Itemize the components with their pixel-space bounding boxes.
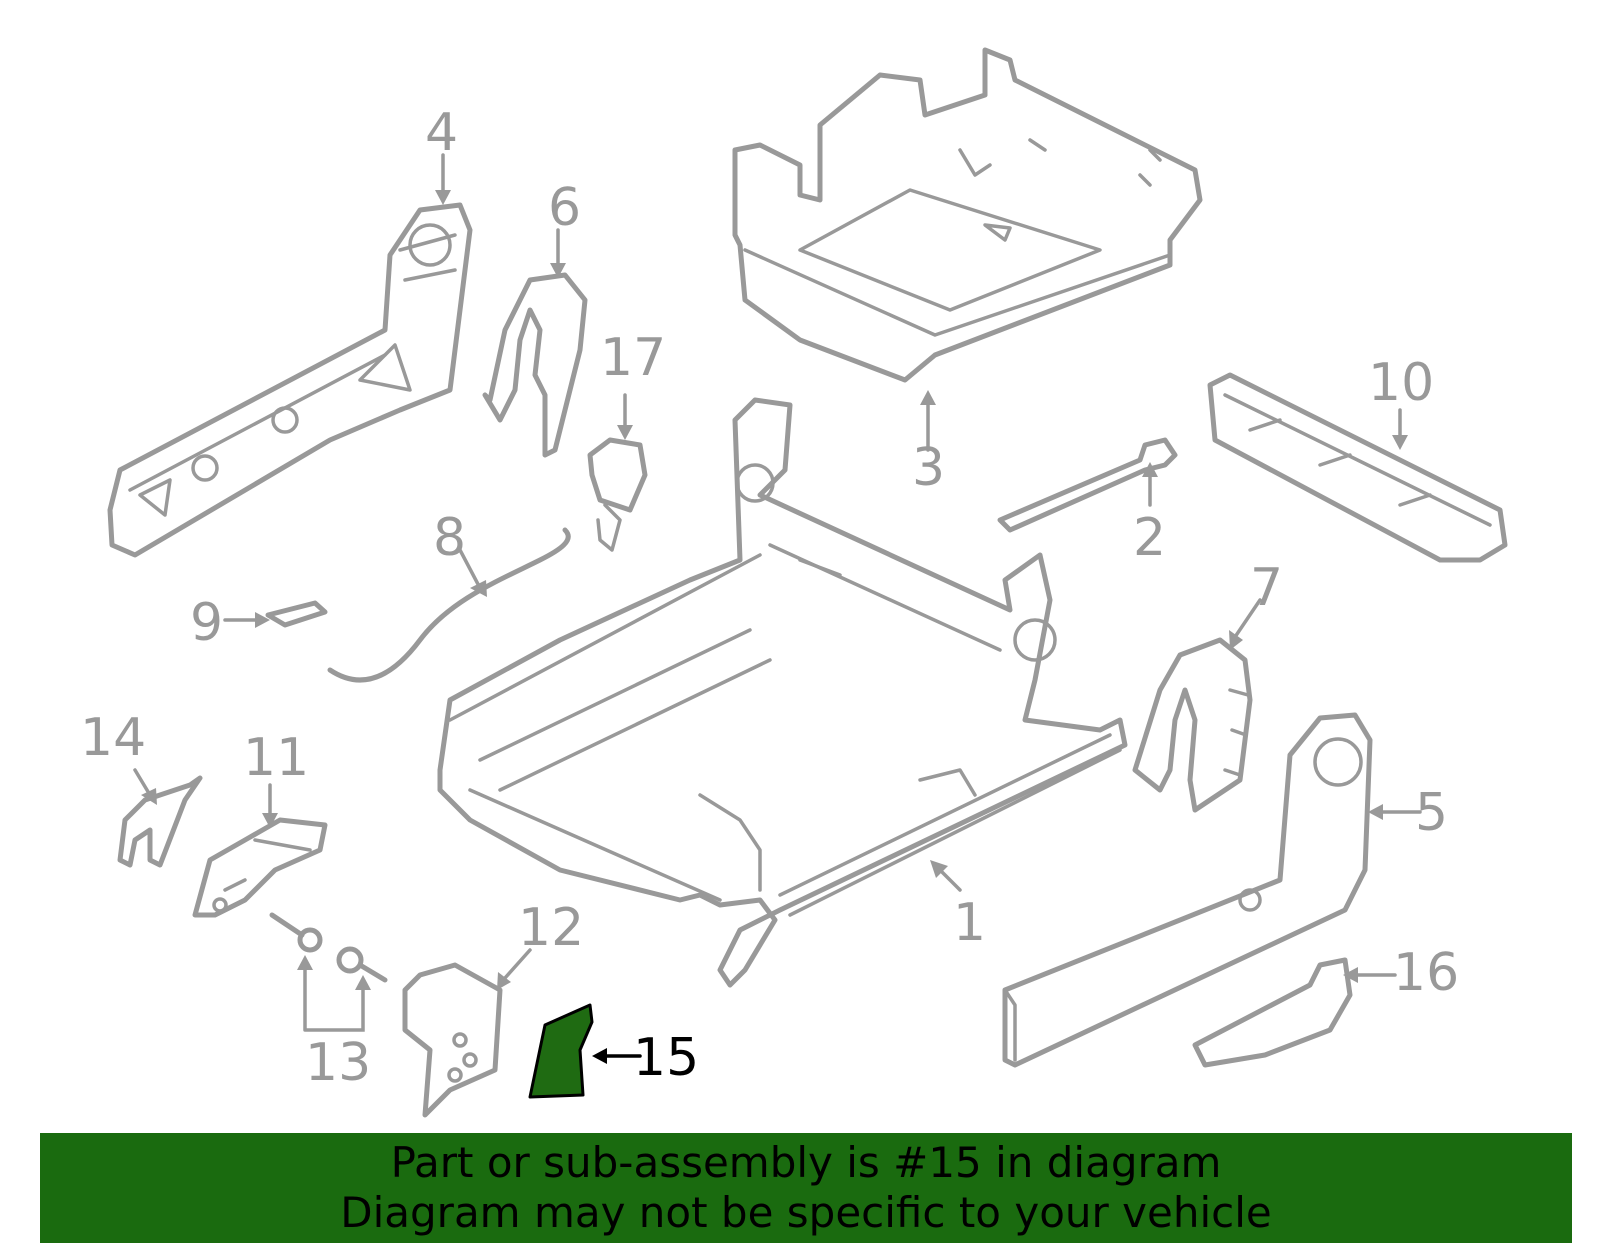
part-12-bracket[interactable] <box>402 962 503 1118</box>
callout-16: 16 <box>1393 943 1459 1003</box>
callout-6: 6 <box>548 178 581 238</box>
callout-11: 11 <box>243 728 309 788</box>
part-6-recliner-cover[interactable] <box>482 272 588 458</box>
callout-numbers: 1 2 3 4 5 6 7 8 9 10 11 12 13 14 15 16 1… <box>80 103 1459 1093</box>
part-10-rail-cover[interactable] <box>1207 372 1508 563</box>
part-17-belt-buckle[interactable] <box>587 437 648 552</box>
part-2-strap[interactable] <box>997 437 1178 533</box>
callout-8: 8 <box>433 508 466 568</box>
info-banner: Part or sub-assembly is #15 in diagram D… <box>40 1133 1572 1243</box>
part-14-bracket[interactable] <box>117 775 203 868</box>
callout-7: 7 <box>1250 558 1283 618</box>
callout-17: 17 <box>600 328 666 388</box>
part-7-recliner-cover[interactable] <box>1132 637 1253 813</box>
callout-15: 15 <box>633 1028 699 1088</box>
part-9-clip[interactable] <box>265 600 328 628</box>
part-11-bracket[interactable] <box>192 817 328 918</box>
part-13-bolts[interactable] <box>269 912 388 983</box>
callout-1: 1 <box>953 893 986 953</box>
callout-2: 2 <box>1133 508 1166 568</box>
part-16-handle[interactable] <box>1192 957 1353 1068</box>
callout-10: 10 <box>1368 353 1434 413</box>
part-1-seat-frame[interactable] <box>437 397 1128 988</box>
banner-line-part-number: Part or sub-assembly is #15 in diagram <box>390 1138 1222 1187</box>
callout-4: 4 <box>425 103 458 163</box>
part-8-cable[interactable] <box>327 527 571 683</box>
banner-line-disclaimer: Diagram may not be specific to your vehi… <box>340 1188 1272 1237</box>
callout-9: 9 <box>190 593 223 653</box>
callout-13: 13 <box>305 1033 371 1093</box>
callout-3: 3 <box>912 438 945 498</box>
callout-14: 14 <box>80 708 146 768</box>
part-5-right-side-shield[interactable] <box>1002 712 1373 1068</box>
leader-lines <box>133 153 1422 1064</box>
callout-12: 12 <box>518 898 584 958</box>
part-3-cushion-pan[interactable] <box>732 47 1203 383</box>
part-4-left-side-shield[interactable] <box>107 202 473 558</box>
callout-5: 5 <box>1415 783 1448 843</box>
part-15-highlighted-panel[interactable] <box>528 1003 594 1099</box>
